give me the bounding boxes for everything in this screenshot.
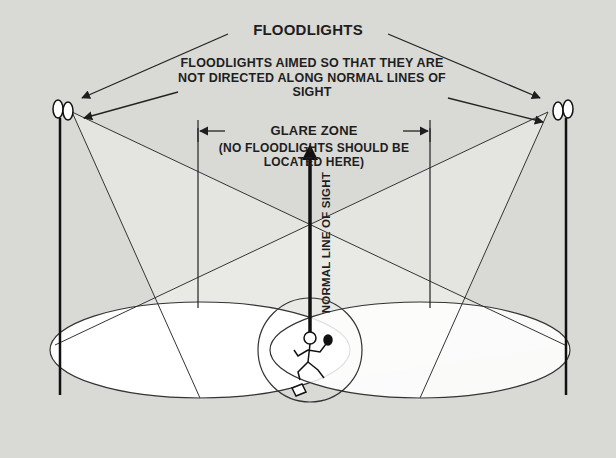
player-figure [292, 332, 332, 396]
note-label: (NO FLOODLIGHTS SHOULD BE LOCATED HERE) [199, 142, 429, 170]
dimension-arrow [403, 130, 428, 131]
pole [59, 118, 62, 395]
lit-area [270, 302, 570, 398]
title-label: FLOODLIGHTS [198, 21, 418, 38]
sight-arrow [308, 150, 312, 338]
beam-edges [55, 112, 565, 398]
note-label: GLARE ZONE [266, 124, 361, 139]
leader-arrow [82, 34, 543, 122]
note-label: FLOODLIGHTS AIMED SO THAT THEY ARE NOT D… [167, 56, 457, 99]
dimension-arrow [200, 130, 225, 131]
glare-zone-bounds [198, 120, 430, 308]
sight-label: NORMAL LINE OF SIGHT [320, 172, 333, 313]
pole [565, 118, 568, 395]
